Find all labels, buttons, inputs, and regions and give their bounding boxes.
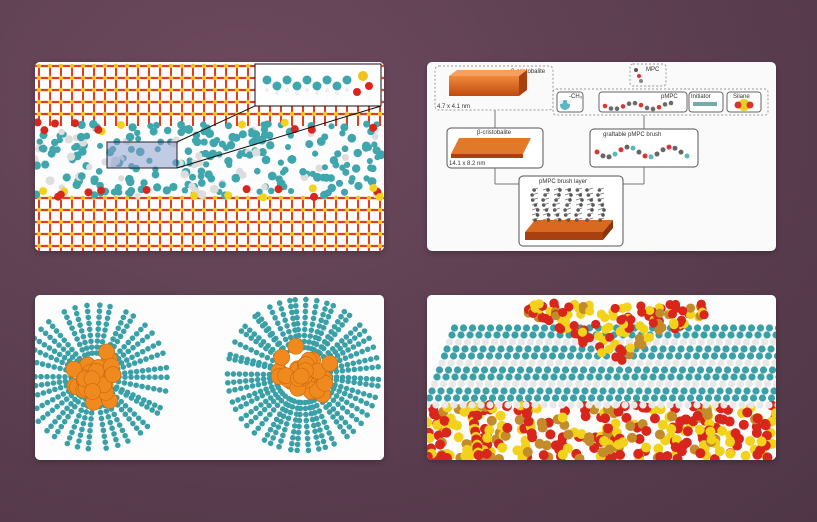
- label-graftable: graftable pMPC brush: [603, 132, 661, 138]
- crystal-slab-mid: [451, 138, 531, 158]
- brush-schematic-illustration: β-cristobalite 4.7 x 4.1 nm MPC -CH₃ pMP…: [434, 63, 769, 247]
- graftable-brush: [594, 144, 690, 160]
- label-size-top: 4.7 x 4.1 nm: [437, 104, 470, 110]
- silane-molecule: [734, 99, 754, 111]
- label-beta-crist-top: β-cristobalite: [511, 69, 546, 75]
- figure-surface-layer: [427, 295, 776, 460]
- nanoparticle-illustration: [35, 295, 384, 460]
- initiator-molecule: [693, 102, 717, 106]
- pmpc-chain: [602, 100, 674, 112]
- figure-brush-schematic: β-cristobalite 4.7 x 4.1 nm MPC -CH₃ pMP…: [427, 62, 776, 251]
- silica-channel-illustration: [35, 62, 384, 251]
- methyl-icon: [559, 100, 571, 110]
- crystal-slab-top: [449, 70, 527, 96]
- label-pmpc: pMPC: [661, 94, 678, 100]
- label-mpc: MPC: [646, 67, 660, 73]
- surface-layer-illustration: [427, 295, 776, 460]
- label-ch3: -CH₃: [569, 94, 583, 100]
- figure-nanoparticles: [35, 295, 384, 460]
- label-beta-crist-mid: β-cristobalite: [477, 130, 512, 136]
- label-brush-layer: pMPC brush layer: [539, 179, 587, 185]
- label-size-mid: 14.1 x 8.2 nm: [449, 161, 485, 167]
- label-silane: Silane: [733, 94, 750, 100]
- mpc-molecule: [634, 68, 643, 83]
- label-initiator: Initiator: [691, 94, 711, 100]
- brush-strands: [530, 187, 606, 222]
- figure-silica-channel: [35, 62, 384, 251]
- brush-layer-slab: [525, 220, 613, 240]
